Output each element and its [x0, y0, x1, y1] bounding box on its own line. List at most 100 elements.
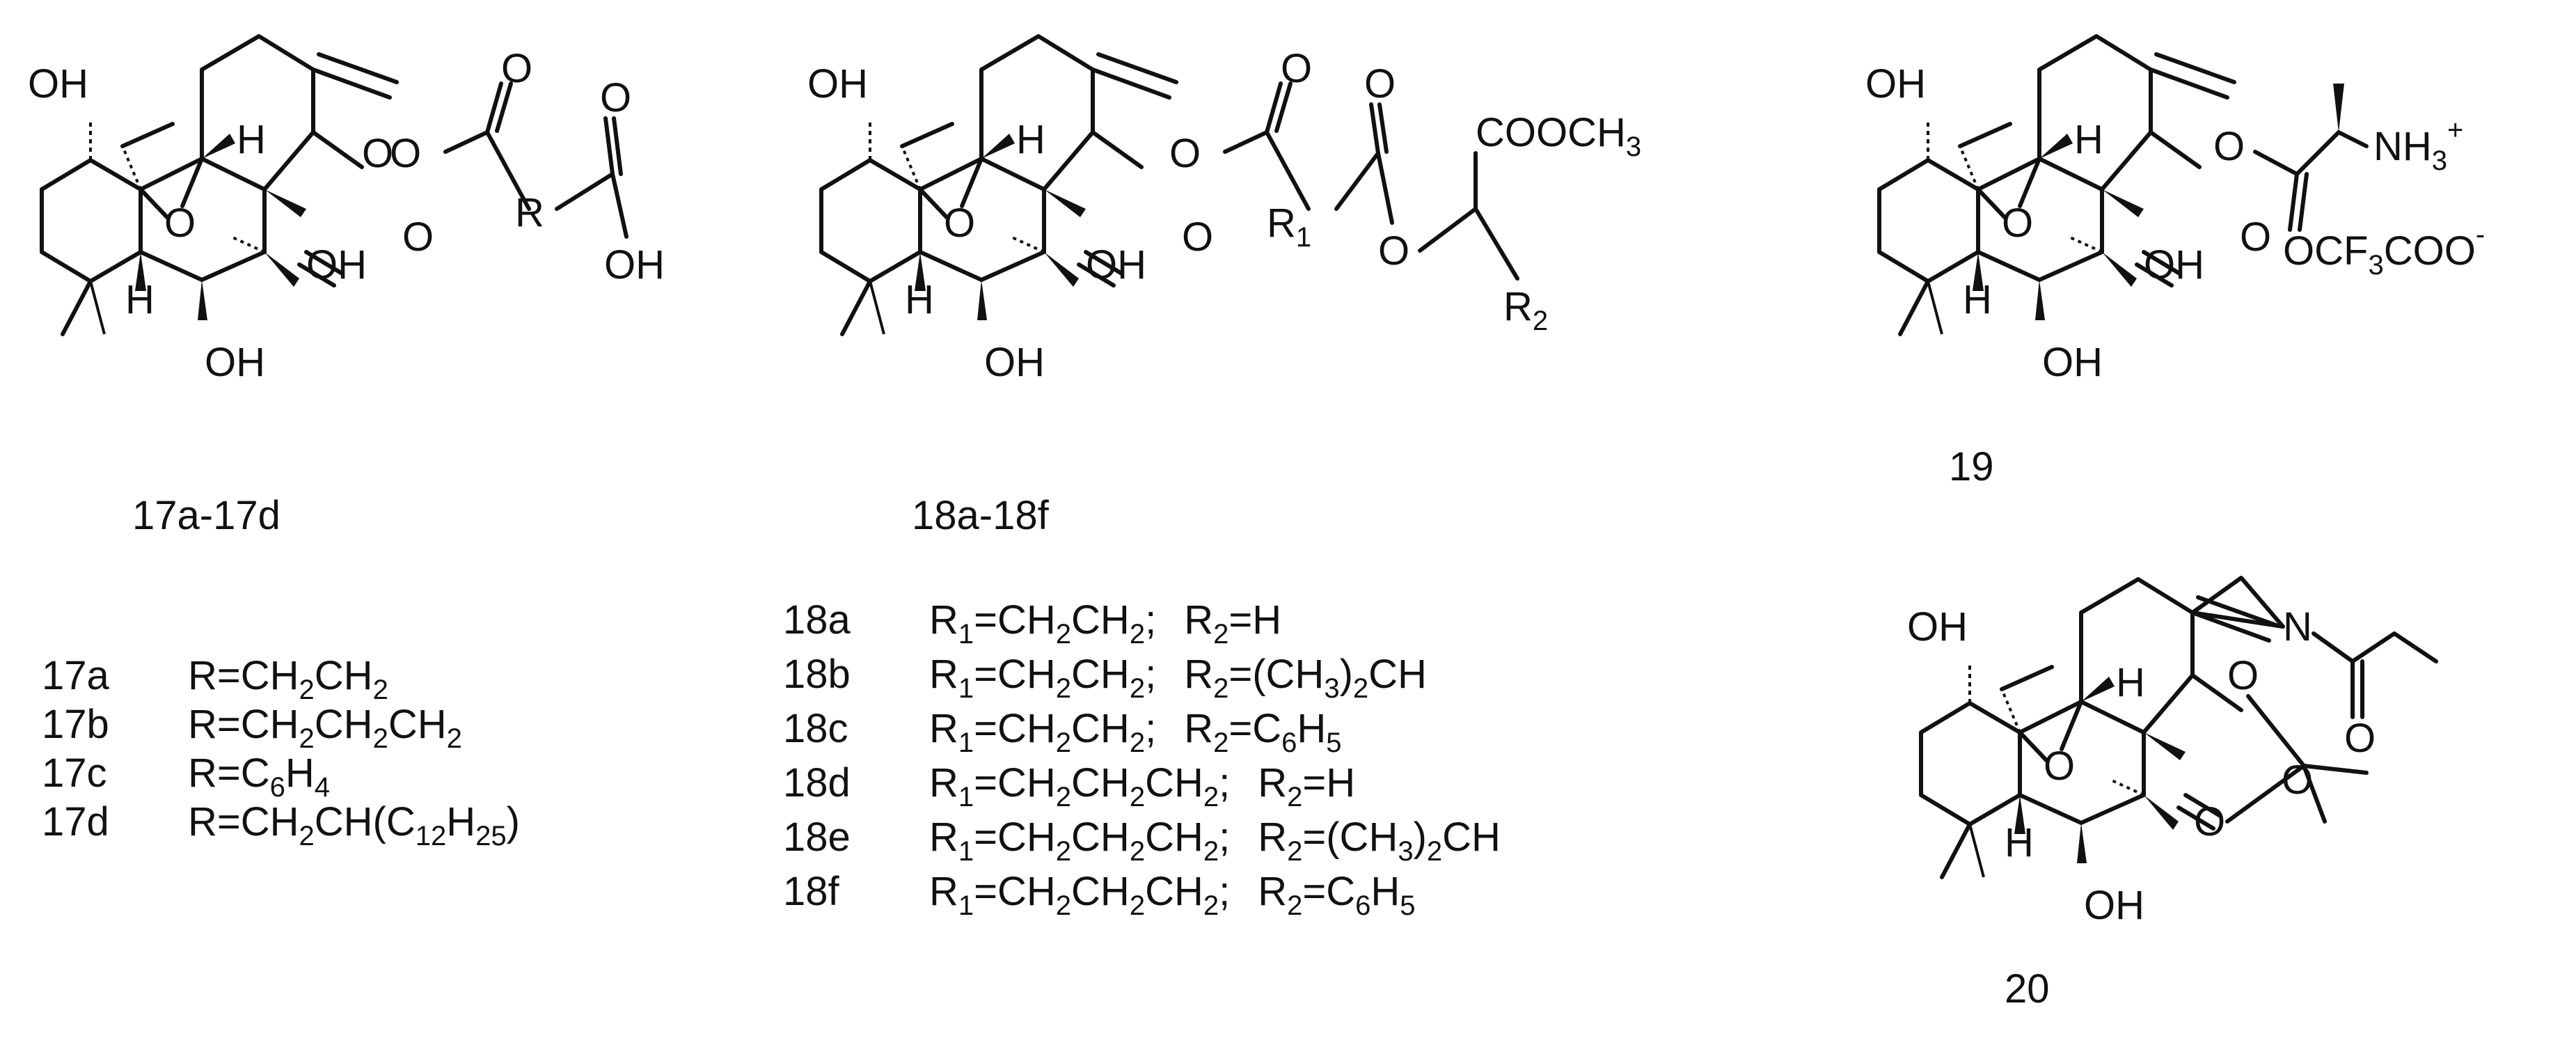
r1-formula: R1=CH2CH2; — [929, 706, 1156, 758]
atom-o-bridge: O — [2044, 744, 2075, 789]
atom-h-top: H — [2116, 660, 2145, 705]
atom-o-ester: O — [1169, 131, 1201, 176]
formula-part: 2 — [1353, 673, 1368, 704]
formula-part: 2 — [1213, 619, 1228, 650]
formula-part: 2 — [1130, 890, 1145, 921]
formula-part: 3 — [1398, 836, 1413, 867]
formula-part: 2 — [1056, 782, 1071, 812]
formula-part: 2 — [1130, 728, 1145, 758]
r1-formula: R1=CH2CH2; — [929, 652, 1156, 704]
compound-id: 18d — [783, 760, 851, 805]
formula-part: CH — [315, 702, 373, 747]
formula-part: CH(C — [315, 799, 416, 844]
atom-o-ester: O — [2213, 124, 2245, 169]
structure-19: OH H O OH OH H O O NH3+ OCF3COO- — [1865, 36, 2485, 385]
atom-oh-ring: OH — [1086, 242, 1146, 288]
atom-o-acetonide2: O — [2194, 799, 2225, 844]
formula-part: ; — [1145, 652, 1156, 697]
formula-part: CH — [1442, 815, 1501, 860]
atom-o-ether: O — [1378, 228, 1409, 274]
label-19: 19 — [1949, 444, 1994, 489]
atom-oh-bottom: OH — [2042, 340, 2103, 385]
formula-part: CH — [1145, 760, 1203, 805]
atom-o-acetonide1: O — [2227, 653, 2259, 698]
r2-formula: R2=H — [1184, 597, 1281, 650]
compound-id: 17a — [42, 653, 110, 698]
formula-part: 2 — [1130, 782, 1145, 812]
formula-part: 2 — [299, 723, 315, 754]
formula-part: H — [285, 750, 315, 796]
formula-part: 4 — [315, 772, 330, 803]
compound-id: 17c — [42, 750, 107, 796]
atom-tfa: OCF3COO- — [2283, 219, 2485, 281]
atom-o-bridge: O — [944, 200, 975, 246]
formula-part: R=CH — [188, 653, 299, 698]
formula-part: 2 — [1056, 890, 1071, 921]
formula-part: 2 — [1203, 890, 1219, 921]
formula-part: R — [929, 652, 958, 697]
compound-id: 18b — [783, 652, 851, 697]
label-20: 20 — [2005, 966, 2050, 1012]
formula-part: 2 — [1056, 673, 1071, 704]
atom-oh-bottom: OH — [984, 340, 1045, 385]
atom-o-ester: O — [362, 131, 393, 176]
r1-formula: R1=CH2CH2; — [929, 597, 1156, 650]
compound-id: 18c — [783, 706, 848, 751]
atom-oh-ring: OH — [306, 242, 367, 288]
formula-part: 5 — [1326, 728, 1341, 758]
formula-part: 1 — [958, 890, 974, 921]
structure-18: OH H O OH OH H O O O R1 O O COOCH3 R2 — [807, 36, 1641, 385]
atom-r: R — [515, 190, 544, 235]
formula-part: 6 — [1281, 728, 1297, 758]
formula-part: ; — [1145, 597, 1156, 643]
formula-part: H — [446, 799, 475, 844]
atom-nh3: NH3+ — [2373, 115, 2463, 176]
r2-formula: R2=H — [1258, 760, 1355, 812]
formula-part: CH — [1071, 815, 1130, 860]
formula-part: =CH — [974, 652, 1056, 697]
formula-part: ; — [1145, 706, 1156, 751]
formula-part: 6 — [1355, 890, 1370, 921]
formula-part: 2 — [299, 675, 315, 705]
formula-part: 2 — [1287, 836, 1302, 867]
atom-h-top: H — [1016, 117, 1045, 162]
atom-oh-acid: OH — [604, 242, 665, 288]
formula-part: R — [1184, 652, 1213, 697]
formula-part: =CH — [974, 815, 1056, 860]
formula-part: R — [1184, 706, 1213, 751]
formula-part: R — [929, 815, 958, 860]
formula-part: 2 — [1213, 673, 1228, 704]
atom-r2: R2 — [1503, 284, 1548, 336]
formula-part: R — [929, 869, 958, 914]
atom-h-bottom: H — [2005, 820, 2034, 865]
atom-h-top: H — [2074, 117, 2103, 162]
formula-part: H — [1297, 706, 1326, 751]
substituent-formula: R=CH2CH(C12H25) — [188, 799, 520, 851]
formula-part: ) — [507, 799, 520, 844]
atom-coo-ch3: COOCH3 — [1476, 110, 1641, 162]
formula-part: =H — [1302, 760, 1355, 805]
formula-part: 2 — [1130, 619, 1145, 650]
formula-part: 2 — [1056, 836, 1071, 867]
formula-part: 1 — [958, 836, 974, 867]
formula-part: 2 — [373, 675, 388, 705]
formula-part: =C — [1302, 869, 1355, 914]
atom-oh-top: OH — [1865, 61, 1926, 107]
compound-id: 18e — [783, 815, 851, 860]
atom-o-lactone: O — [2240, 214, 2271, 260]
atom-oh-top: OH — [807, 61, 868, 107]
atom-o-carbonyl: O — [501, 46, 532, 91]
formula-part: R=CH — [188, 702, 299, 747]
compound-id: 18a — [783, 597, 851, 643]
atom-o-lactone: O — [402, 214, 434, 260]
formula-part: CH — [1145, 815, 1203, 860]
atom-o-carbonyl2: O — [1364, 61, 1396, 107]
formula-part: CH — [1071, 760, 1130, 805]
atom-o-bridge: O — [164, 200, 196, 246]
formula-part: ) — [1340, 652, 1353, 697]
atom-o-carbonyl: O — [1281, 46, 1312, 91]
formula-part: =CH — [974, 597, 1056, 643]
r2-formula: R2=C6H5 — [1184, 706, 1341, 758]
